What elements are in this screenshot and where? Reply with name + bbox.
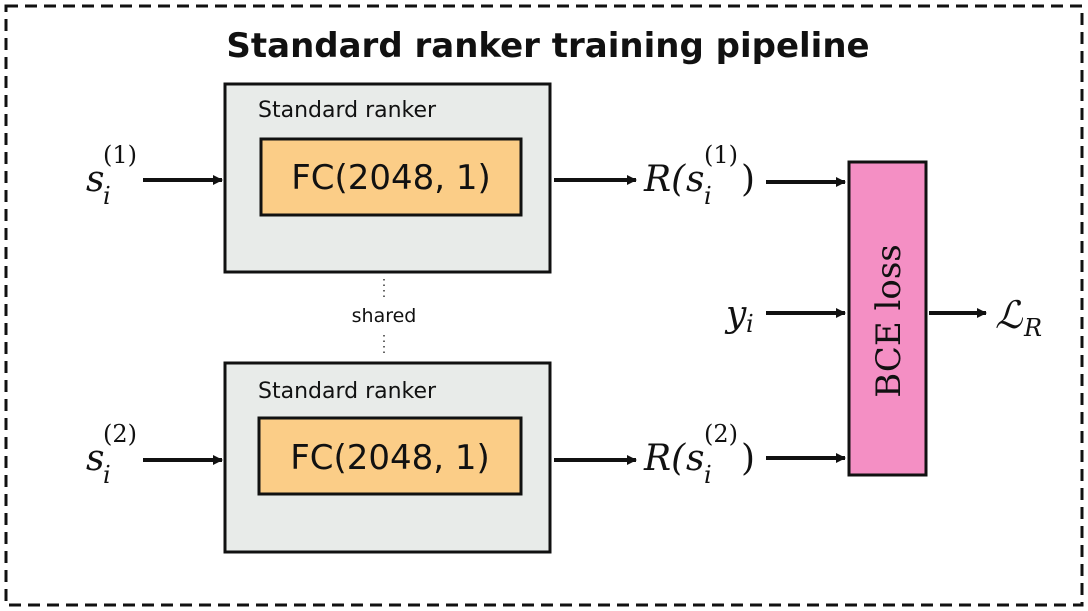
input-top-sup: (1) bbox=[103, 141, 137, 169]
label-input-math: y i bbox=[724, 294, 754, 338]
output-top-sup: (1) bbox=[704, 141, 738, 169]
input-top-sub: i bbox=[103, 182, 111, 210]
dashed-frame bbox=[4, 4, 1084, 607]
fc-bottom-block bbox=[257, 416, 523, 496]
output-top-suffix: ) bbox=[741, 159, 755, 200]
label-input-sub: i bbox=[746, 310, 754, 338]
ranker-bottom-label: Standard ranker bbox=[258, 379, 437, 404]
input-bottom-sup: (2) bbox=[103, 420, 137, 448]
output-top-math: R( s i (1) ) bbox=[643, 141, 755, 210]
output-top-prefix: R( bbox=[643, 159, 686, 200]
output-bottom-math: R( s i (2) ) bbox=[643, 420, 755, 489]
fc-top-label: FC(2048, 1) bbox=[291, 158, 491, 198]
loss-output-base: ℒ bbox=[995, 293, 1024, 337]
shared-label: shared bbox=[352, 305, 417, 327]
input-top-base: s bbox=[86, 159, 104, 200]
output-bottom-base: s bbox=[686, 438, 704, 479]
output-bottom-suffix: ) bbox=[741, 438, 755, 479]
fc-top-block bbox=[259, 137, 523, 217]
output-bottom-sup: (2) bbox=[704, 420, 738, 448]
output-top-base: s bbox=[686, 159, 704, 200]
fc-bottom-label: FC(2048, 1) bbox=[290, 438, 490, 478]
input-bottom-math: s i (2) bbox=[86, 420, 137, 489]
bce-loss-block bbox=[847, 160, 928, 477]
diagram-title: Standard ranker training pipeline bbox=[226, 26, 869, 66]
ranker-top-label: Standard ranker bbox=[258, 98, 437, 123]
output-top-sub: i bbox=[704, 182, 712, 210]
loss-output-sub: R bbox=[1023, 314, 1042, 342]
input-bottom-base: s bbox=[86, 438, 104, 479]
bce-loss-label: BCE loss bbox=[869, 244, 909, 398]
label-input-base: y bbox=[724, 294, 747, 335]
loss-output-math: ℒ R bbox=[995, 293, 1042, 342]
output-bottom-prefix: R( bbox=[643, 438, 686, 479]
output-bottom-sub: i bbox=[704, 461, 712, 489]
input-top-math: s i (1) bbox=[86, 141, 137, 210]
input-bottom-sub: i bbox=[103, 461, 111, 489]
